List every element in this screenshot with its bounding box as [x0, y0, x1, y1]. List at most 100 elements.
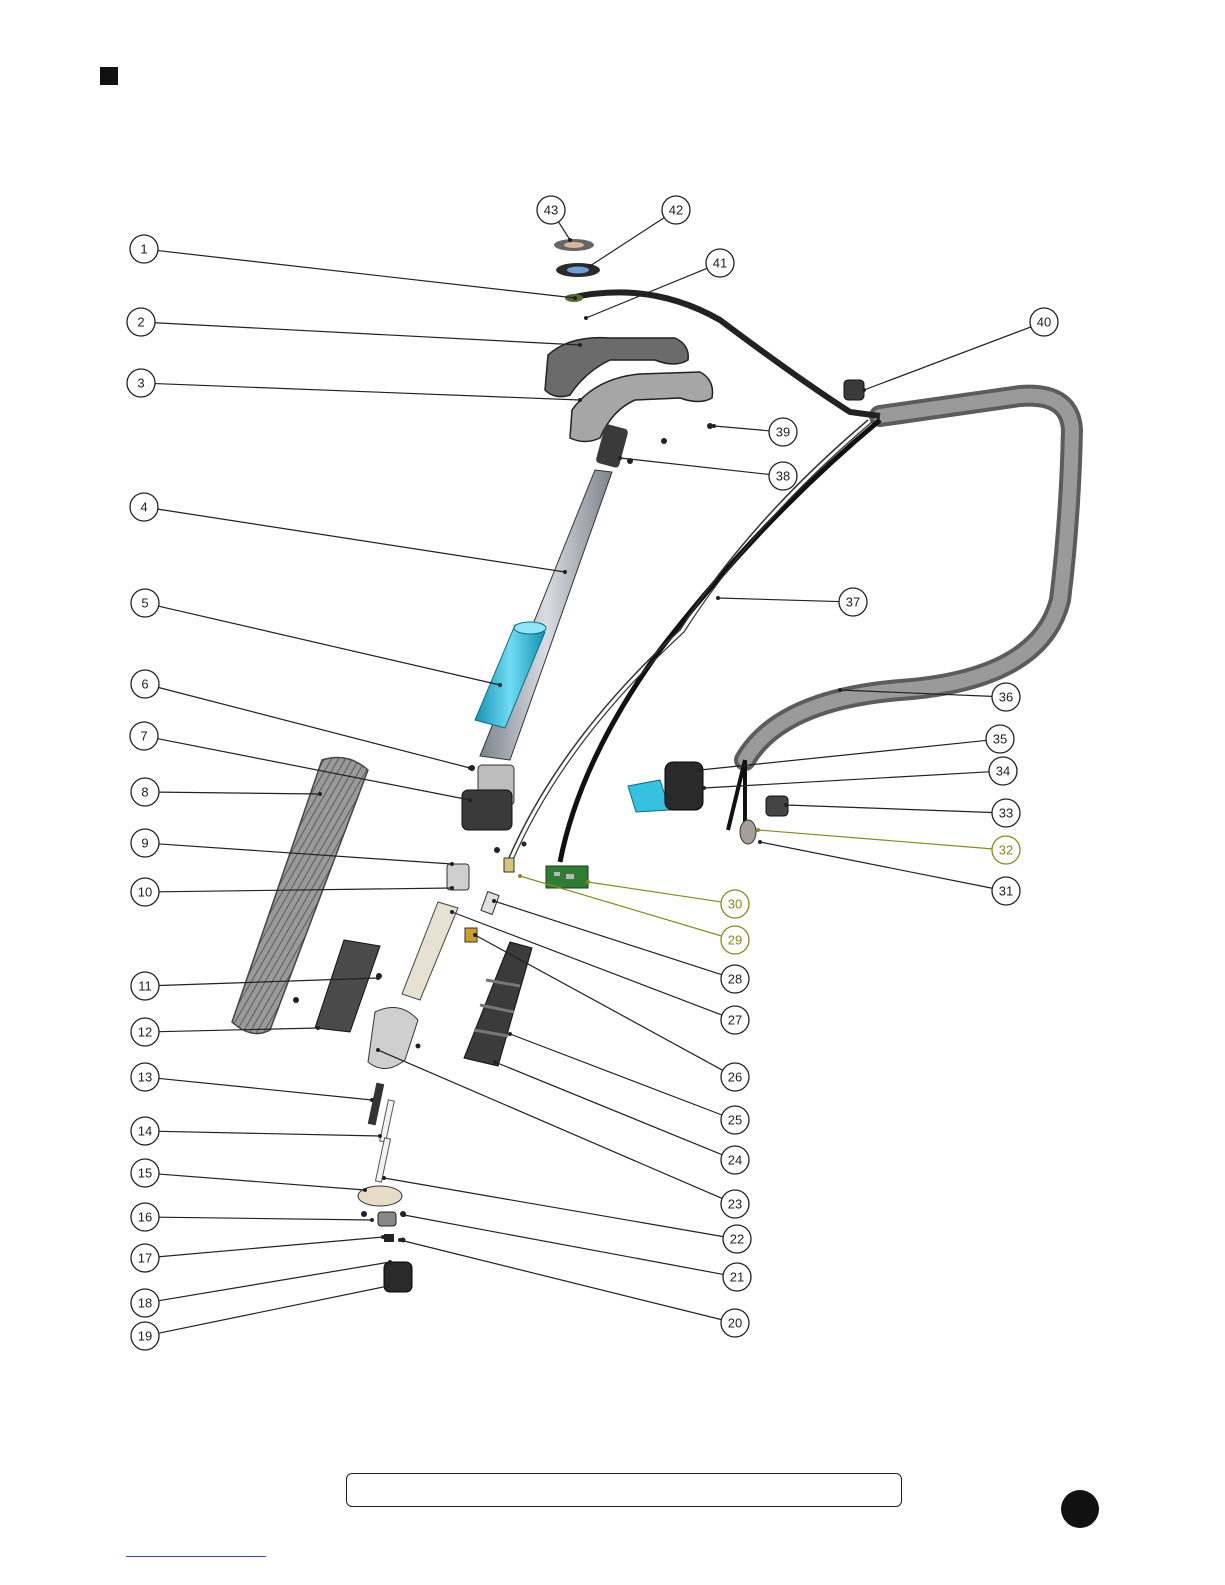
- leader-line-17: [159, 1237, 383, 1257]
- part-cylinder: [402, 902, 458, 1000]
- callout-number-29: 29: [728, 933, 742, 948]
- leader-line-14: [159, 1131, 380, 1136]
- leader-line-31: [760, 842, 992, 888]
- leader-line-19: [159, 1286, 388, 1333]
- leader-dot-14: [378, 1134, 382, 1138]
- callout-number-32: 32: [999, 843, 1013, 858]
- callout-number-1: 1: [140, 242, 147, 257]
- leader-dot-42: [588, 264, 592, 268]
- callout-number-17: 17: [138, 1251, 152, 1266]
- part-hose: [745, 396, 1072, 760]
- leader-line-42: [590, 218, 664, 266]
- leader-dot-29: [518, 874, 522, 878]
- leader-dot-26: [473, 933, 477, 937]
- leader-line-40: [864, 327, 1031, 390]
- callout-number-41: 41: [713, 256, 727, 271]
- leader-dot-9: [450, 862, 454, 866]
- callout-number-42: 42: [669, 203, 683, 218]
- leader-dot-19: [386, 1284, 390, 1288]
- callout-number-28: 28: [728, 972, 742, 987]
- leader-line-8: [159, 792, 320, 794]
- leader-dot-20: [398, 1238, 402, 1242]
- part-connector-28: [481, 892, 499, 915]
- part-rod-13: [368, 1083, 385, 1126]
- leader-dot-3: [578, 398, 582, 402]
- callout-number-43: 43: [544, 203, 558, 218]
- leader-dot-40: [862, 388, 866, 392]
- callout-number-7: 7: [140, 729, 147, 744]
- leader-line-1: [158, 251, 575, 298]
- leader-line-20: [400, 1240, 721, 1320]
- leader-line-15: [159, 1174, 365, 1190]
- part-handle-lower: [570, 372, 713, 442]
- callout-number-23: 23: [728, 1197, 742, 1212]
- leader-line-5: [159, 606, 500, 685]
- callout-number-22: 22: [730, 1232, 744, 1247]
- leader-dot-15: [363, 1188, 367, 1192]
- leader-dot-34: [702, 786, 706, 790]
- callout-number-16: 16: [138, 1210, 152, 1225]
- part-bracket-9: [447, 864, 469, 890]
- leader-dot-8: [318, 792, 322, 796]
- leader-dot-22: [382, 1176, 386, 1180]
- leader-line-39: [714, 426, 769, 431]
- leader-line-24: [495, 1062, 722, 1155]
- leader-line-13: [159, 1078, 372, 1100]
- leader-dot-39: [712, 424, 716, 428]
- leader-dot-38: [618, 456, 622, 460]
- leader-dot-28: [492, 899, 496, 903]
- part-screw-17: [384, 1234, 394, 1242]
- callout-number-9: 9: [141, 836, 148, 851]
- part-plug-near-pcb: [504, 858, 514, 872]
- part-cable-pcb: [560, 420, 880, 862]
- callout-number-31: 31: [999, 884, 1013, 899]
- leader-line-18: [159, 1262, 390, 1301]
- leader-dot-25: [508, 1032, 512, 1036]
- leader-line-30: [588, 882, 721, 902]
- part-cap-40: [844, 380, 864, 400]
- callout-number-25: 25: [728, 1113, 742, 1128]
- leader-line-16: [159, 1217, 372, 1220]
- callout-number-19: 19: [138, 1329, 152, 1344]
- leader-dot-41: [584, 316, 588, 320]
- leader-line-22: [384, 1178, 723, 1237]
- leader-dot-36: [838, 688, 842, 692]
- callout-number-21: 21: [730, 1270, 744, 1285]
- callout-number-35: 35: [993, 732, 1007, 747]
- leader-line-25: [510, 1034, 722, 1115]
- callout-number-11: 11: [138, 979, 152, 994]
- callout-number-37: 37: [846, 595, 860, 610]
- leader-dot-17: [381, 1235, 385, 1239]
- callout-number-34: 34: [996, 764, 1010, 779]
- part-black-knob: [665, 762, 703, 810]
- callout-number-14: 14: [138, 1124, 152, 1139]
- leader-dot-27: [450, 910, 454, 914]
- leader-line-29: [520, 876, 722, 936]
- callout-number-3: 3: [137, 376, 144, 391]
- leader-dot-37: [716, 596, 720, 600]
- leader-dot-35: [698, 768, 702, 772]
- footer-box: [346, 1473, 902, 1507]
- leader-line-21: [404, 1215, 723, 1274]
- leader-dot-7: [468, 798, 472, 802]
- leader-dot-2: [578, 343, 582, 347]
- callout-number-10: 10: [138, 885, 152, 900]
- leader-dot-1: [573, 296, 577, 300]
- leader-dot-13: [370, 1098, 374, 1102]
- callout-number-13: 13: [138, 1070, 152, 1085]
- leader-line-4: [158, 509, 565, 572]
- page-marker-dot: [1061, 1490, 1099, 1528]
- callout-number-2: 2: [137, 315, 144, 330]
- leader-dot-4: [563, 570, 567, 574]
- callout-number-24: 24: [728, 1153, 742, 1168]
- leader-dot-21: [402, 1213, 406, 1217]
- callout-number-30: 30: [728, 897, 742, 912]
- leader-dot-23: [376, 1048, 380, 1052]
- callout-number-39: 39: [776, 425, 790, 440]
- part-head-23: [368, 1008, 418, 1069]
- leader-line-23: [378, 1050, 722, 1198]
- leader-dot-18: [388, 1260, 392, 1264]
- callout-number-15: 15: [138, 1166, 152, 1181]
- callout-number-40: 40: [1037, 315, 1051, 330]
